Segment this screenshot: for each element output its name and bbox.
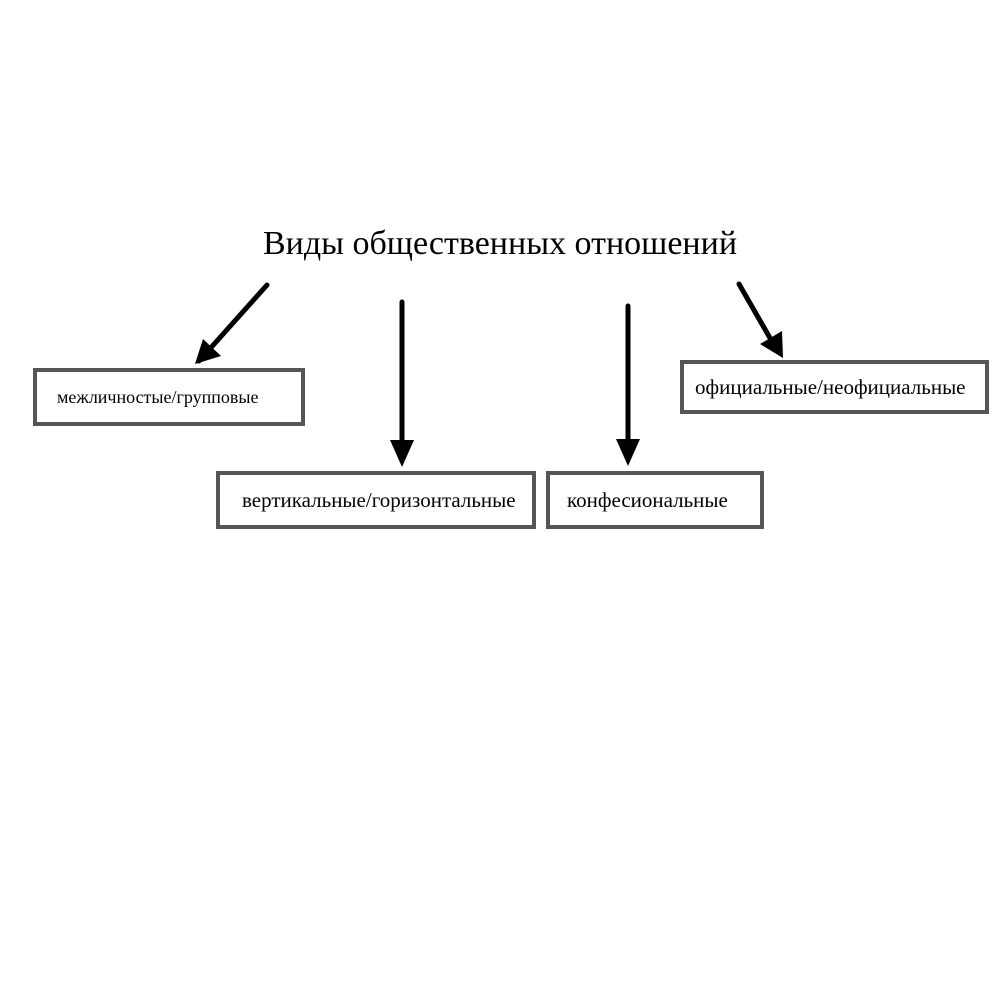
- node-label: вертикальные/горизонтальные: [242, 487, 516, 512]
- arrowhead-node-4: [760, 331, 783, 358]
- node-label: официальные/неофициальные: [695, 374, 966, 399]
- node-official-unofficial: официальные/неофициальные: [680, 360, 989, 414]
- node-label: межличностые/групповые: [57, 386, 259, 407]
- arrowhead-node-3: [616, 439, 640, 466]
- node-vertical-horizontal: вертикальные/горизонтальные: [216, 471, 536, 529]
- arrowhead-node-1: [195, 339, 221, 364]
- node-confessional: конфесиональные: [546, 471, 764, 529]
- diagram-title: Виды общественных отношений: [262, 225, 738, 262]
- node-label: конфесиональные: [567, 487, 728, 512]
- arrowhead-node-2: [390, 440, 414, 467]
- node-interpersonal-group: межличностые/групповые: [33, 368, 305, 426]
- arrow-to-node-4: [736, 281, 777, 348]
